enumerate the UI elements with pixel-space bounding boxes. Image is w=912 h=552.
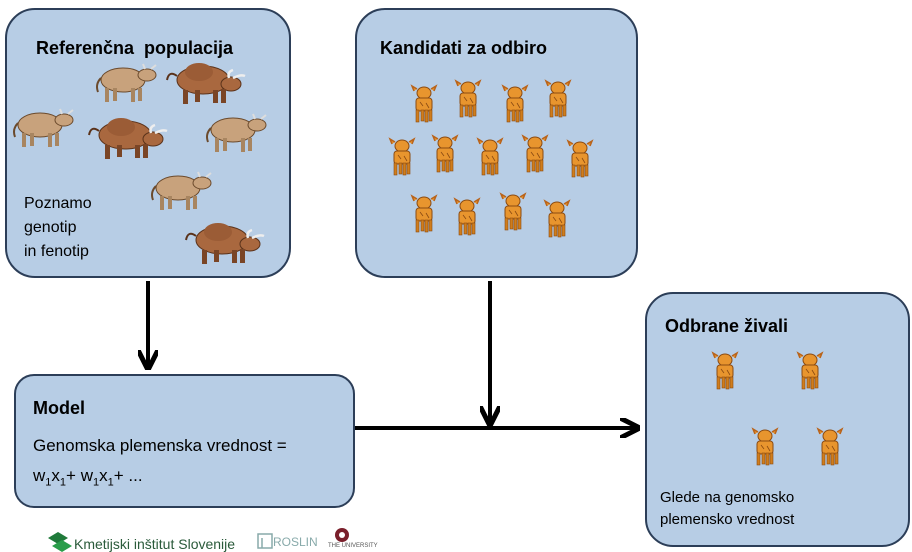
calf-icon bbox=[712, 352, 738, 390]
candidate-calves bbox=[389, 80, 593, 238]
calf-icon bbox=[502, 85, 528, 123]
calf-icon bbox=[454, 198, 480, 236]
calf-icon bbox=[522, 135, 548, 173]
calf-icon bbox=[477, 138, 503, 176]
flow-arrows bbox=[148, 281, 636, 428]
note-line: Glede na genomsko bbox=[660, 489, 795, 506]
calf-icon bbox=[545, 80, 571, 118]
note-line: plemensko vrednost bbox=[660, 511, 795, 528]
calf-icon bbox=[752, 428, 778, 466]
university-logo-text: THE UNIVERSITY bbox=[328, 543, 378, 549]
calf-icon bbox=[500, 193, 526, 231]
reference-population-title: Referenčna populacija bbox=[36, 38, 234, 58]
calf-icon bbox=[411, 85, 437, 123]
calf-icon bbox=[567, 140, 593, 178]
selected-animals-title: Odbrane živali bbox=[665, 316, 789, 336]
roslin-logo-icon bbox=[257, 533, 273, 549]
cow-icon bbox=[206, 113, 267, 153]
calf-icon bbox=[411, 195, 437, 233]
roslin-logo-text: ROSLIN bbox=[273, 535, 318, 549]
calf-icon bbox=[455, 80, 481, 118]
selected-animals-note: Glede na genomsko plemensko vrednost bbox=[660, 487, 794, 531]
model-box bbox=[14, 374, 355, 508]
cow-icon bbox=[151, 171, 212, 211]
model-title: Model bbox=[33, 398, 85, 418]
bull-icon bbox=[165, 61, 247, 106]
calf-icon bbox=[432, 135, 458, 173]
note-line: in fenotip bbox=[24, 243, 89, 260]
reference-population-note: Poznamo genotip in fenotip bbox=[24, 192, 92, 264]
calf-icon bbox=[797, 352, 823, 390]
university-crest-icon bbox=[335, 528, 349, 542]
calf-icon bbox=[817, 428, 843, 466]
note-line: genotip bbox=[24, 219, 77, 236]
kis-logo-icon bbox=[48, 532, 72, 552]
bull-icon bbox=[87, 116, 169, 161]
model-formula-line1: Genomska plemenska vrednost = bbox=[33, 436, 287, 455]
note-line: Poznamo bbox=[24, 195, 92, 212]
selected-animals-box bbox=[645, 292, 910, 547]
cow-icon bbox=[96, 63, 157, 103]
calf-icon bbox=[544, 200, 570, 238]
kis-logo-text: Kmetijski inštitut Slovenije bbox=[74, 536, 236, 552]
cow-icon bbox=[13, 108, 74, 148]
model-formula-line2: w1x1+ w1x1+ ... bbox=[33, 466, 143, 489]
selected-calves bbox=[712, 352, 843, 466]
calf-icon bbox=[389, 138, 415, 176]
candidates-title: Kandidati za odbiro bbox=[380, 38, 548, 58]
bull-icon bbox=[184, 221, 266, 266]
